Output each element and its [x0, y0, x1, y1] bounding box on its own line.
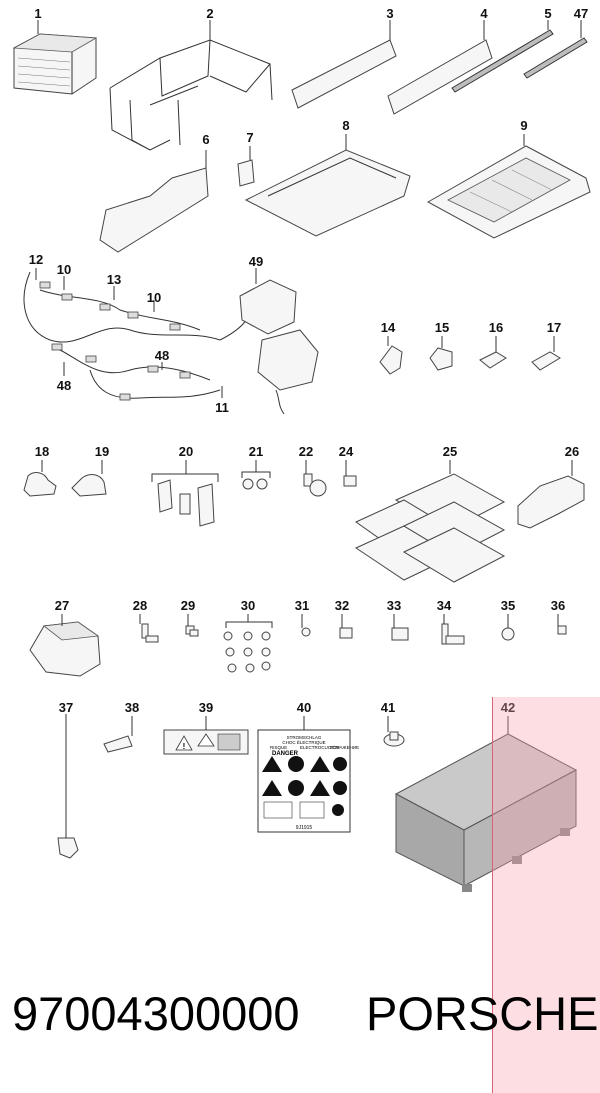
callout-26: 26 — [565, 444, 579, 459]
callout-21: 21 — [249, 444, 263, 459]
callout-17: 17 — [547, 320, 561, 335]
callout-labels: 1 2 3 4 5 47 6 7 8 9 12 10 13 49 10 14 1… — [29, 6, 588, 715]
part-4-cell-plate — [387, 39, 493, 115]
callout-47: 47 — [574, 6, 588, 21]
danger-label-header-2: CHOC ÉLECTRIQUE — [282, 739, 325, 745]
callout-11: 11 — [215, 400, 229, 415]
callout-16: 16 — [489, 320, 503, 335]
part-15-sensor — [429, 347, 453, 371]
danger-label-header-3: RISQUE — [270, 745, 287, 750]
callout-31: 31 — [295, 598, 309, 613]
part-22-plug — [303, 473, 327, 497]
highlight-overlay — [492, 697, 600, 1093]
part-18-clamp — [23, 472, 57, 497]
part-21-nuts — [241, 471, 271, 490]
callout-6: 6 — [202, 132, 209, 147]
part-37-cable-tie — [57, 720, 79, 859]
part-20-fuse-set — [151, 473, 219, 527]
callout-39: 39 — [199, 700, 213, 715]
part-17-clip — [531, 351, 561, 371]
callout-28: 28 — [133, 598, 147, 613]
callout-8: 8 — [342, 118, 349, 133]
danger-label-header-1: STROMSCHLAG — [287, 735, 322, 740]
callout-10b: 10 — [147, 290, 161, 305]
callout-20: 20 — [179, 444, 193, 459]
part-3-cell-plate — [291, 39, 397, 109]
danger-label-header-5: ПОРАЖЕНИЕ — [330, 745, 359, 750]
part-31-screw — [301, 627, 311, 637]
part-8-cover-plate — [244, 149, 411, 237]
part-40-danger-label: STROMSCHLAG CHOC ÉLECTRIQUE RISQUE ELECT… — [257, 729, 359, 833]
callout-18: 18 — [35, 444, 49, 459]
part-32-sleeve — [339, 627, 353, 639]
danger-label-code: 9J1915 — [296, 825, 313, 831]
brand-name: PORSCHE — [366, 987, 599, 1040]
callout-13: 13 — [107, 272, 121, 287]
callout-12: 12 — [29, 252, 43, 267]
callout-22: 22 — [299, 444, 313, 459]
part-24-cap — [343, 475, 357, 487]
callout-34: 34 — [437, 598, 452, 613]
callout-35: 35 — [501, 598, 515, 613]
part-28-bolt — [141, 623, 159, 643]
part-41-grommet — [383, 731, 405, 747]
part-47-strip — [523, 37, 588, 79]
callout-49: 49 — [249, 254, 263, 269]
part-1-battery-module — [12, 33, 98, 95]
callout-41: 41 — [381, 700, 395, 715]
part-14-bracket — [379, 345, 403, 375]
callout-4: 4 — [480, 6, 488, 21]
part-26-bracket — [517, 475, 585, 529]
part-30-bolt-set — [223, 621, 273, 673]
part-29-bolt — [185, 625, 199, 637]
part-33-sleeve — [391, 627, 409, 641]
callout-36: 36 — [551, 598, 565, 613]
part-25-insulation-mats — [354, 473, 506, 583]
callout-48a: 48 — [155, 348, 169, 363]
danger-label-title: DANGER — [272, 751, 299, 757]
callout-48b: 48 — [57, 378, 71, 393]
callout-24: 24 — [339, 444, 354, 459]
callout-40: 40 — [297, 700, 311, 715]
callout-7: 7 — [246, 130, 253, 145]
callout-2: 2 — [206, 6, 213, 21]
callout-19: 19 — [95, 444, 109, 459]
part-5-strip — [451, 29, 554, 93]
callout-29: 29 — [181, 598, 195, 613]
part-36-screw — [557, 625, 567, 635]
callout-30: 30 — [241, 598, 255, 613]
svg-text:!: ! — [183, 742, 186, 751]
part-19-clamp — [71, 474, 107, 497]
danger-label-header-4: ELECTROCUCIÓN — [300, 744, 339, 750]
callout-9: 9 — [520, 118, 527, 133]
part-number: 97004300000 — [12, 987, 300, 1040]
part-35-nut — [501, 627, 515, 641]
part-harness-wiring — [23, 271, 257, 401]
part-6-side-panel — [99, 167, 209, 253]
part-7-bracket — [237, 159, 255, 187]
callout-37: 37 — [59, 700, 73, 715]
part-38-fastener — [103, 735, 133, 753]
callout-42: 42 — [501, 700, 515, 715]
callout-10a: 10 — [57, 262, 71, 277]
callout-38: 38 — [125, 700, 139, 715]
part-39-warning-label: ! — [163, 729, 249, 755]
part-27-control-unit — [29, 621, 101, 677]
callout-3: 3 — [386, 6, 393, 21]
callout-14: 14 — [381, 320, 396, 335]
part-9-battery-tray — [426, 145, 591, 239]
callout-25: 25 — [443, 444, 457, 459]
callout-1: 1 — [34, 6, 41, 21]
callout-15: 15 — [435, 320, 449, 335]
part-49-junction-box — [239, 279, 319, 415]
callout-33: 33 — [387, 598, 401, 613]
part-34-bolt — [441, 623, 465, 645]
callout-5: 5 — [544, 6, 551, 21]
callout-27: 27 — [55, 598, 69, 613]
part-16-clip — [479, 351, 507, 369]
callout-32: 32 — [335, 598, 349, 613]
